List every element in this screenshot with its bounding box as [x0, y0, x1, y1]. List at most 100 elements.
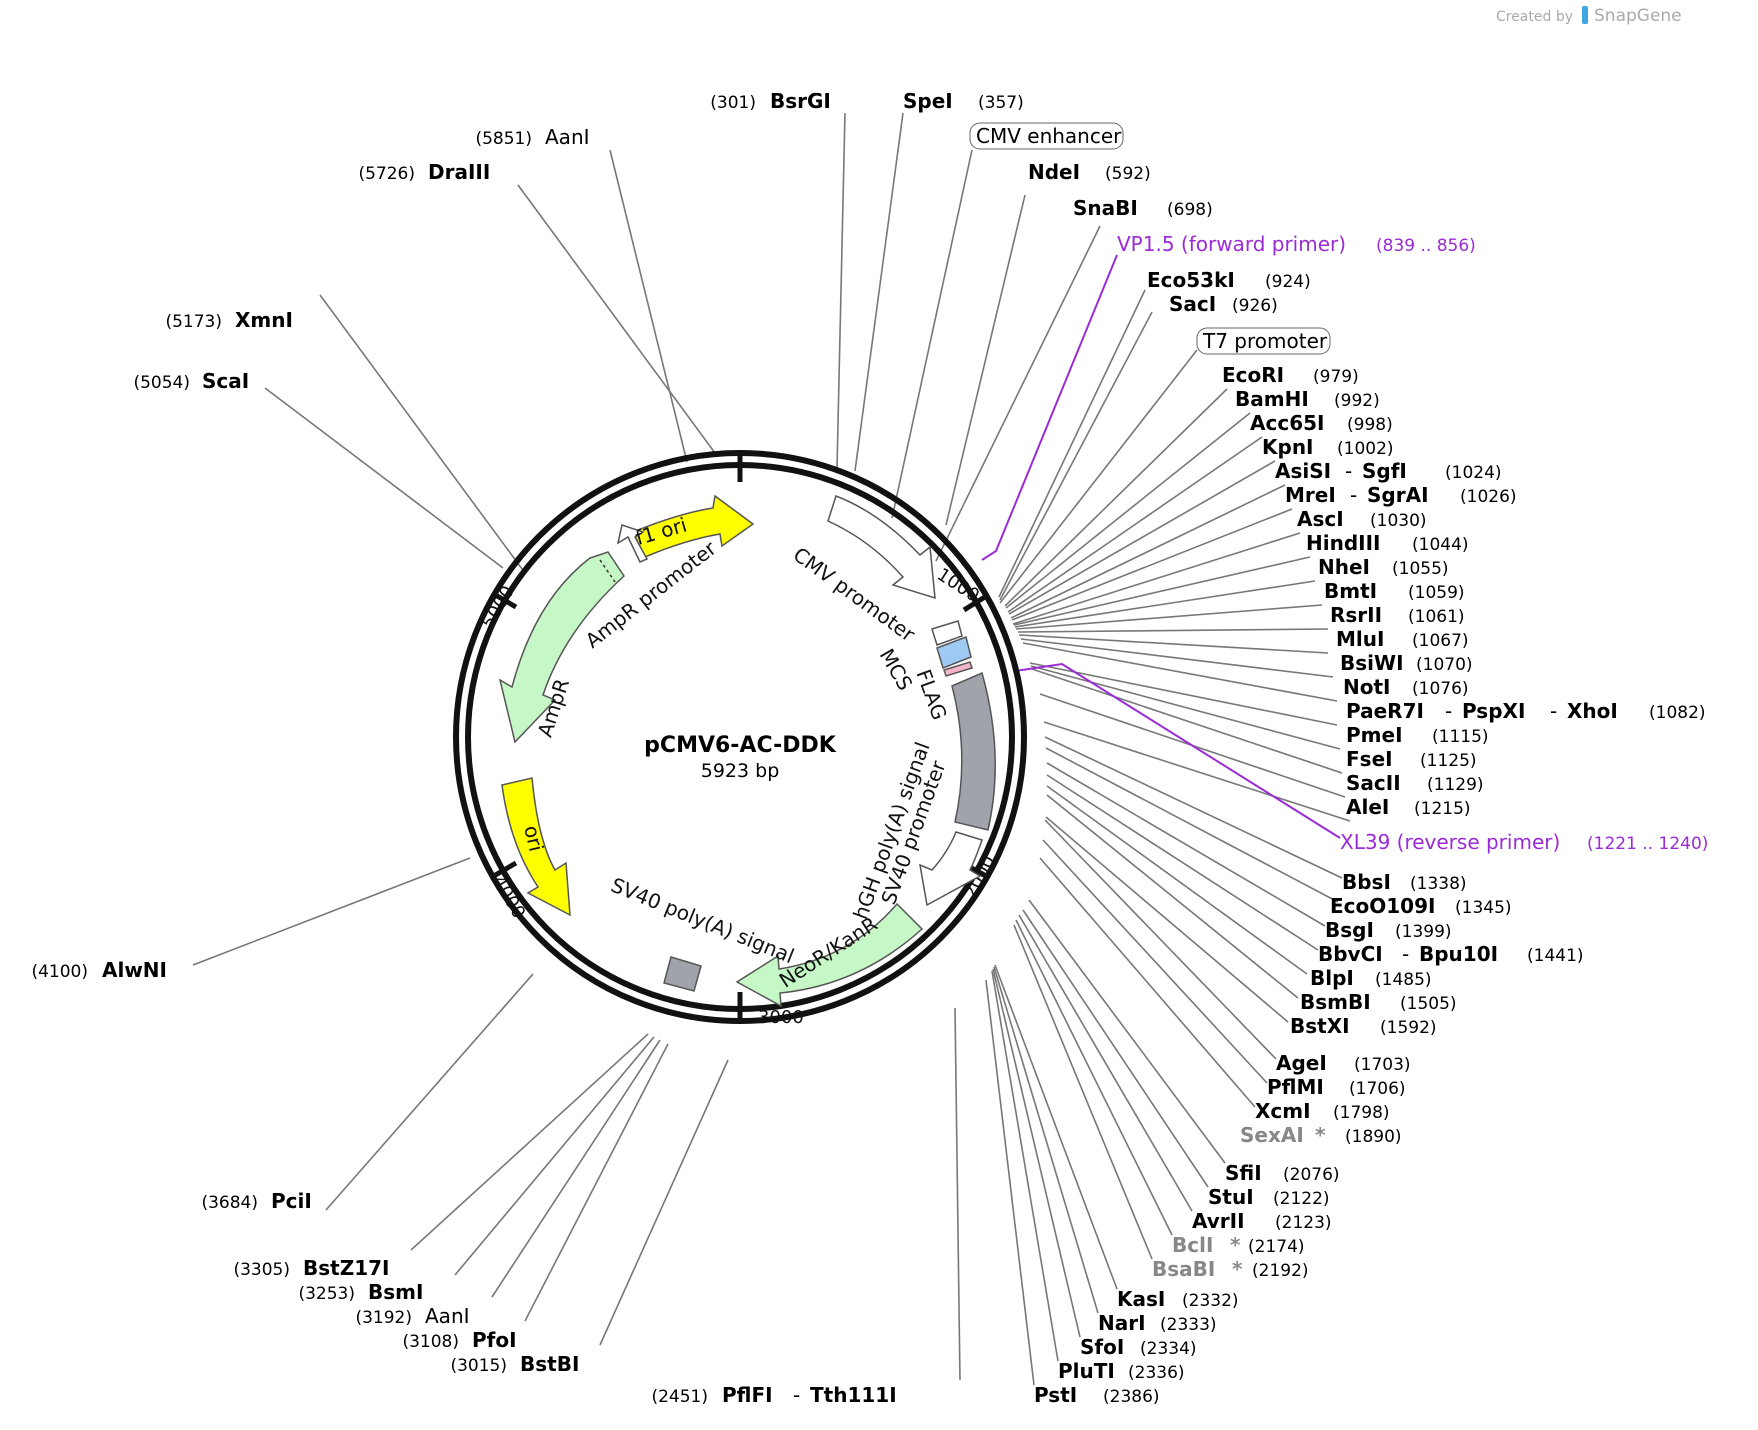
enzyme-pos: (5726): [358, 164, 415, 184]
enzyme-dash: -: [1550, 699, 1557, 723]
neor-kanr-arrow: [735, 902, 924, 1008]
enzyme-star: *: [1315, 1123, 1326, 1147]
connector-lines: [192, 112, 1351, 1386]
enzyme-star: *: [1232, 1257, 1243, 1281]
enzyme-dash: -: [1402, 942, 1409, 966]
cmv-promoter-arrow: [827, 495, 936, 600]
enzyme-name: PflMI: [1267, 1075, 1324, 1099]
enzyme-dash: -: [1345, 459, 1352, 483]
enzyme-pos: (2333): [1160, 1315, 1217, 1335]
enzyme-pos: (979): [1313, 367, 1359, 387]
tick-3000: 3000: [758, 1007, 804, 1028]
enzyme-name: Acc65I: [1250, 411, 1324, 435]
vp15-primer-label: VP1.5 (forward primer): [1117, 232, 1346, 256]
primer-markers: [981, 254, 1341, 839]
enzyme-pos: (1026): [1460, 487, 1517, 507]
sv40-promoter-arrow: [919, 831, 983, 907]
ori-label: ori: [519, 823, 548, 854]
mcs-box: [931, 620, 963, 646]
enzyme-pos: (924): [1265, 272, 1311, 292]
enzyme-pos: (3305): [233, 1260, 290, 1280]
enzyme-name: PflFI: [722, 1383, 773, 1407]
enzyme-name: AleI: [1346, 795, 1389, 819]
enzyme-pos: (2192): [1252, 1261, 1309, 1281]
xl39-primer-range: (1221 .. 1240): [1587, 834, 1708, 854]
enzyme-name: MreI: [1285, 483, 1336, 507]
enzyme-name: ScaI: [202, 369, 249, 393]
enzyme-name: SnaBI: [1073, 196, 1138, 220]
enzyme-pos: (2122): [1273, 1189, 1330, 1209]
flag-pink-box: [943, 661, 973, 677]
enzyme-name: EcoRI: [1222, 363, 1284, 387]
enzyme-dash: -: [793, 1383, 800, 1407]
enzyme-pos: (1215): [1414, 799, 1471, 819]
enzyme-name: RsrII: [1330, 603, 1382, 627]
enzyme-pos: (301): [710, 93, 756, 113]
enzyme-name: BlpI: [1310, 966, 1354, 990]
enzyme-pos: (1505): [1400, 994, 1457, 1014]
enzyme-name: EcoO109I: [1330, 894, 1435, 918]
enzyme-name: BmtI: [1324, 579, 1377, 603]
enzyme-pos: (2332): [1182, 1291, 1239, 1311]
enzyme-name: AanI: [545, 125, 590, 149]
ori-arrow: [501, 777, 571, 917]
xl39-primer-line: [1014, 662, 1341, 839]
ampr-promoter-arrow: [616, 524, 649, 563]
cmv-enhancer-box: [969, 122, 1124, 150]
enzyme-pos: (1338): [1410, 874, 1467, 894]
ampr-arrow: [498, 551, 625, 744]
enzyme-name: BsgI: [1325, 918, 1374, 942]
vp15-primer-range: (839 .. 856): [1376, 236, 1476, 256]
enzyme-name: SgrAI: [1367, 483, 1429, 507]
enzyme-pos: (1706): [1349, 1079, 1406, 1099]
enzyme-pos: (1129): [1427, 775, 1484, 795]
enzyme-name: FseI: [1346, 747, 1393, 771]
enzyme-pos: (1592): [1380, 1018, 1437, 1038]
enzyme-dash: -: [1445, 699, 1452, 723]
enzyme-name: XmnI: [235, 308, 293, 332]
enzyme-name: BsaBI: [1152, 1257, 1215, 1281]
enzyme-pos: (1798): [1333, 1103, 1390, 1123]
enzyme-pos: (698): [1167, 200, 1213, 220]
sv40-polya-label: SV40 poly(A) signal: [608, 873, 798, 968]
enzyme-name: KasI: [1117, 1287, 1165, 1311]
enzyme-name: PaeR7I: [1346, 699, 1424, 723]
enzyme-pos: (1703): [1354, 1055, 1411, 1075]
enzyme-name: BsmI: [368, 1280, 423, 1304]
enzyme-pos: (4100): [31, 962, 88, 982]
enzyme-pos: (1002): [1337, 439, 1394, 459]
enzyme-pos: (1125): [1420, 751, 1477, 771]
snapgene-logo-icon: [1582, 6, 1588, 24]
enzyme-pos: (1076): [1412, 679, 1469, 699]
mcs-label: MCS: [875, 644, 918, 694]
enzyme-name: BamHI: [1235, 387, 1309, 411]
enzyme-pos: (3015): [450, 1356, 507, 1376]
enzyme-pos: (1061): [1408, 607, 1465, 627]
enzyme-name: PluTI: [1058, 1359, 1115, 1383]
enzyme-name: AvrII: [1192, 1209, 1245, 1233]
enzyme-pos: (2386): [1103, 1387, 1160, 1407]
enzyme-name: BbvCI: [1318, 942, 1383, 966]
enzyme-pos: (2174): [1248, 1237, 1305, 1257]
enzyme-pos: (1059): [1408, 583, 1465, 603]
boxed-feature-labels: CMV enhancer T7 promoter: [969, 122, 1331, 355]
enzyme-name: AlwNI: [102, 958, 167, 982]
enzyme-pos: (1485): [1375, 970, 1432, 990]
enzyme-name: NheI: [1318, 555, 1370, 579]
primer-labels: VP1.5 (forward primer) (839 .. 856) XL39…: [1117, 232, 1708, 854]
enzyme-pos: (998): [1347, 415, 1393, 435]
enzyme-name: AsiSI: [1275, 459, 1331, 483]
enzyme-name: SacI: [1169, 292, 1216, 316]
enzyme-name: NdeI: [1028, 160, 1080, 184]
enzyme-name: MluI: [1336, 627, 1384, 651]
enzyme-pos: (3108): [402, 1332, 459, 1352]
enzyme-name: SfoI: [1080, 1335, 1124, 1359]
enzyme-pos: (2334): [1140, 1339, 1197, 1359]
enzyme-name: AgeI: [1276, 1051, 1327, 1075]
enzyme-pos: (3253): [298, 1284, 355, 1304]
enzyme-name: SexAI: [1240, 1123, 1304, 1147]
enzyme-name: XhoI: [1567, 699, 1618, 723]
enzyme-pos: (592): [1105, 164, 1151, 184]
enzyme-name: PciI: [271, 1189, 312, 1213]
